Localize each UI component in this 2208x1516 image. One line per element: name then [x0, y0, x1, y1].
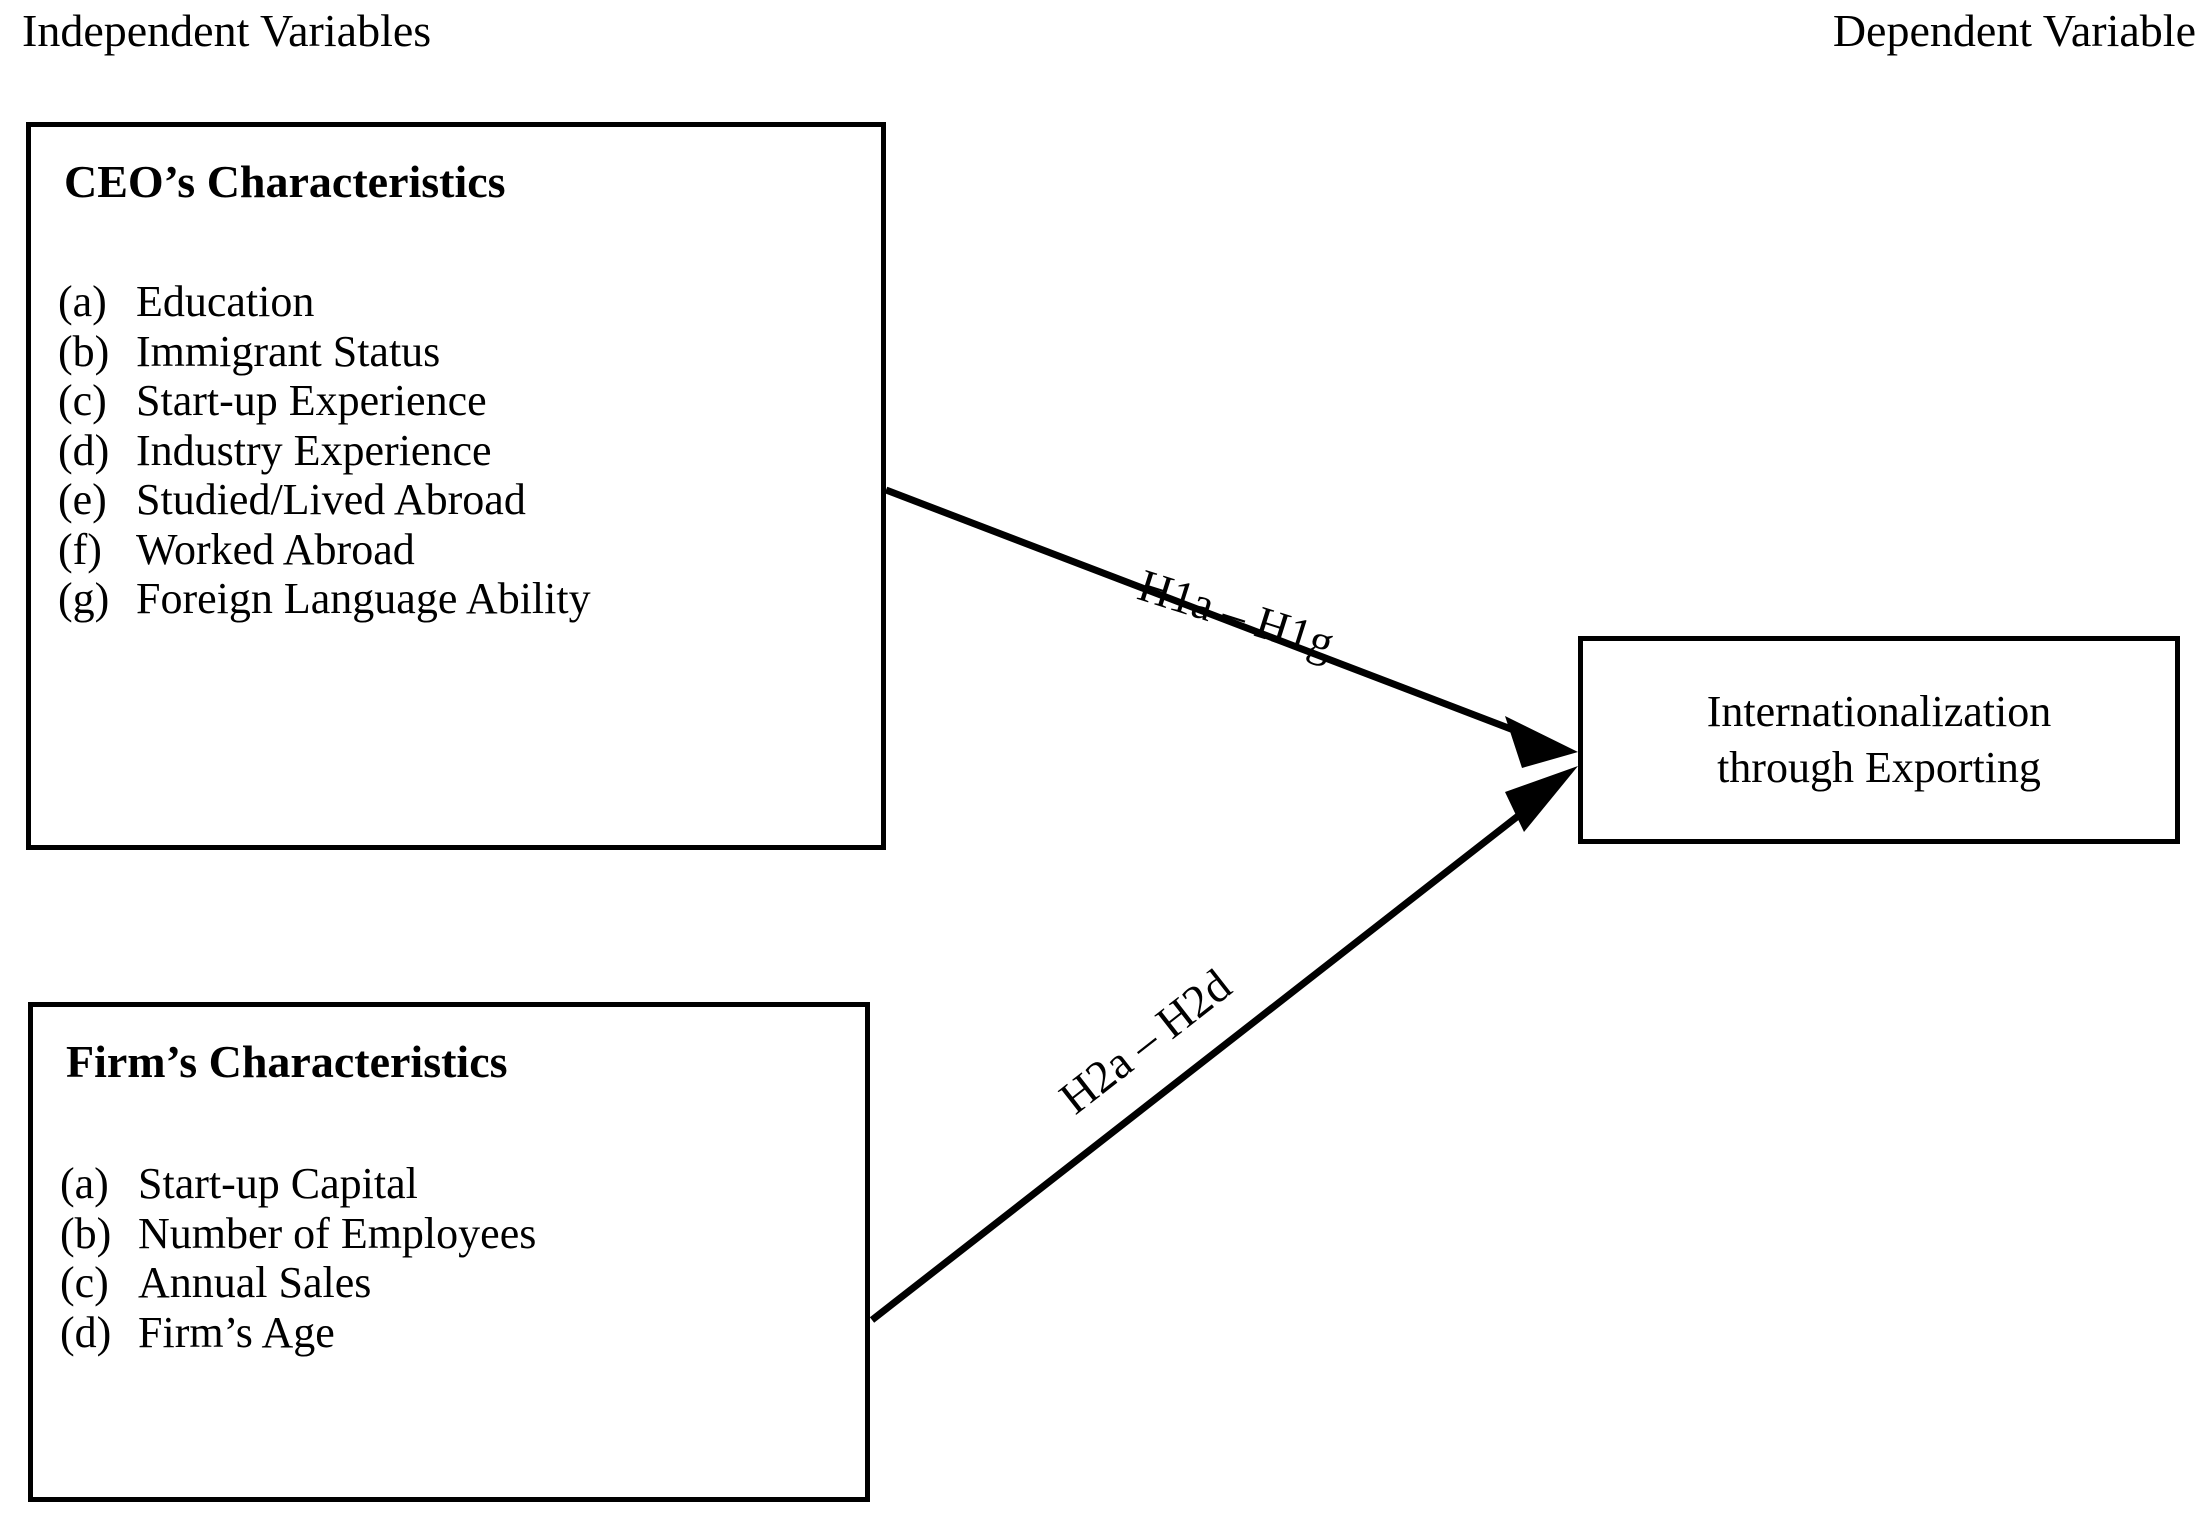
list-item: (d) Industry Experience — [58, 426, 591, 476]
list-item-label: Start-up Capital — [138, 1159, 418, 1208]
ceo-characteristics-box: CEO’s Characteristics (a) Education (b) … — [26, 122, 886, 850]
list-item-label: Foreign Language Ability — [136, 574, 591, 623]
firm-characteristics-list: (a) Start-up Capital (b) Number of Emplo… — [60, 1159, 536, 1357]
list-item-marker: (g) — [58, 574, 110, 623]
list-item-label: Studied/Lived Abroad — [136, 475, 526, 524]
list-item: (a) Education — [58, 277, 591, 327]
list-item: (b) Immigrant Status — [58, 327, 591, 377]
list-item-marker: (c) — [60, 1258, 109, 1307]
list-item-label: Education — [136, 277, 315, 326]
list-item-marker: (a) — [60, 1159, 109, 1208]
list-item: (a) Start-up Capital — [60, 1159, 536, 1209]
list-item-label: Industry Experience — [136, 425, 492, 475]
list-item: (f) Worked Abroad — [58, 525, 591, 575]
dependent-variable-header: Dependent Variable — [1832, 5, 2196, 56]
list-item-marker: (e) — [58, 475, 107, 524]
list-item-marker: (f) — [58, 524, 102, 574]
dependent-variable-text: Internationalization through Exporting — [1689, 684, 2070, 797]
list-item-marker: (a) — [58, 277, 107, 326]
list-item: (c) Start-up Experience — [58, 376, 591, 426]
list-item-label: Start-up Experience — [136, 376, 487, 425]
list-item: (b) Number of Employees — [60, 1209, 536, 1259]
arrow-line — [869, 792, 1548, 1323]
list-item-marker: (b) — [60, 1208, 112, 1258]
hypothesis-label-h1: H1a – H1g — [1132, 559, 1341, 669]
list-item: (c) Annual Sales — [60, 1258, 536, 1308]
list-item-marker: (b) — [58, 326, 110, 376]
list-item-label: Number of Employees — [138, 1208, 537, 1258]
list-item-marker: (c) — [58, 376, 107, 425]
dependent-variable-line2: through Exporting — [1717, 743, 2041, 792]
list-item-label: Annual Sales — [138, 1258, 372, 1307]
list-item-marker: (d) — [58, 425, 110, 475]
firm-characteristics-box: Firm’s Characteristics (a) Start-up Capi… — [28, 1002, 870, 1502]
ceo-characteristics-title: CEO’s Characteristics — [64, 156, 506, 207]
arrowhead-icon — [1505, 716, 1578, 768]
list-item: (e) Studied/Lived Abroad — [58, 475, 591, 525]
dependent-variable-line1: Internationalization — [1706, 686, 2052, 736]
arrowhead-icon — [1505, 766, 1578, 832]
list-item-label: Worked Abroad — [136, 524, 415, 574]
arrow-firm-to-dv — [869, 766, 1578, 1323]
list-item: (d) Firm’s Age — [60, 1308, 536, 1358]
list-item-label: Immigrant Status — [136, 326, 441, 376]
list-item: (g) Foreign Language Ability — [58, 574, 591, 624]
hypothesis-label-h2: H2a – H2d — [1049, 959, 1241, 1124]
list-item-label: Firm’s Age — [138, 1307, 335, 1357]
firm-characteristics-title: Firm’s Characteristics — [66, 1036, 508, 1087]
list-item-marker: (d) — [60, 1307, 112, 1357]
dependent-variable-box: Internationalization through Exporting — [1578, 636, 2180, 844]
ceo-characteristics-list: (a) Education (b) Immigrant Status (c) S… — [58, 277, 591, 624]
independent-variables-header: Independent Variables — [22, 5, 432, 56]
